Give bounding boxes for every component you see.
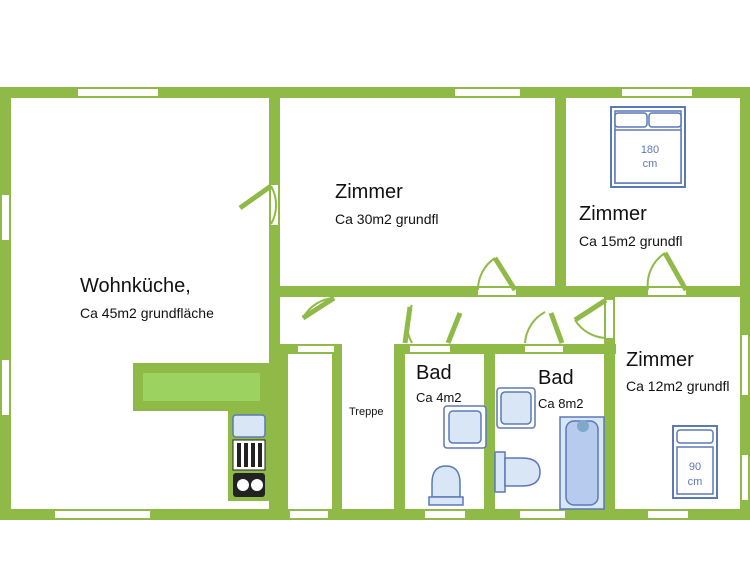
single-bed-width: 90 — [689, 461, 701, 473]
single-bed-icon: 90 cm — [672, 425, 718, 499]
treppe-label: Treppe — [349, 406, 383, 418]
room-bad2-name: Bad — [538, 367, 574, 389]
room-bad1-name: Bad — [416, 362, 452, 384]
washbasin-icon — [496, 387, 536, 429]
room-zimmer1-name: Zimmer — [335, 181, 403, 203]
room-zimmer2-name: Zimmer — [579, 203, 647, 225]
bathtub-icon — [559, 416, 605, 510]
kitchen-sink-icon — [232, 414, 266, 438]
room-bad1-area: Ca 4m2 — [416, 390, 462, 405]
shower-tray-icon — [443, 405, 487, 449]
room-zimmer3-area: Ca 12m2 grundfl — [626, 378, 730, 394]
double-bed-unit: cm — [643, 158, 658, 170]
room-zimmer1-area: Ca 30m2 grundfl — [335, 211, 439, 227]
room-bad2-area: Ca 8m2 — [538, 396, 584, 411]
double-bed-icon: 180 cm — [610, 106, 686, 188]
room-wohnkueche-name: Wohnküche, — [80, 275, 191, 297]
windows — [2, 89, 748, 518]
toilet-icon-bad2 — [494, 451, 541, 493]
single-bed-unit: cm — [688, 476, 703, 488]
double-bed-width: 180 — [641, 144, 659, 156]
room-zimmer3-name: Zimmer — [626, 349, 694, 371]
doors — [238, 183, 689, 344]
dishwasher-icon — [232, 439, 266, 471]
room-zimmer2-area: Ca 15m2 grundfl — [579, 233, 683, 249]
room-wohnkueche-area: Ca 45m2 grundfläche — [80, 305, 214, 321]
stove-icon — [233, 473, 265, 497]
toilet-icon-bad1 — [428, 465, 464, 506]
